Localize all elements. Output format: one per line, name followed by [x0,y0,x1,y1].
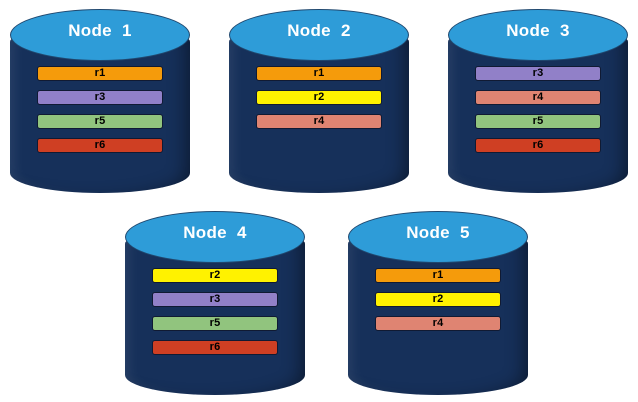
database-node-3[interactable]: Node 3 r3 r4 r5 r6 [448,8,628,193]
node-label: Node 5 [406,223,470,242]
replica-bar[interactable]: r1 [375,268,501,283]
cylinder-top-icon [229,9,409,61]
cylinder-top-icon [448,9,628,61]
replica-bar[interactable]: r3 [475,66,601,81]
replica-bar[interactable]: r4 [375,316,501,331]
node-label: Node 3 [506,21,570,40]
node-label: Node 4 [183,223,247,242]
replica-list: r3 r4 r5 r6 [475,66,601,153]
cylinder-top-icon [10,9,190,61]
replica-bar[interactable]: r3 [37,90,163,105]
replica-bar[interactable]: r2 [152,268,278,283]
replica-list: r1 r3 r5 r6 [37,66,163,153]
replica-bar[interactable]: r1 [37,66,163,81]
node-label: Node 2 [287,21,351,40]
replica-bar[interactable]: r2 [375,292,501,307]
database-node-5[interactable]: Node 5 r1 r2 r4 [348,210,528,395]
replica-bar[interactable]: r3 [152,292,278,307]
replica-list: r1 r2 r4 [256,66,382,129]
replica-bar[interactable]: r5 [152,316,278,331]
database-node-2[interactable]: Node 2 r1 r2 r4 [229,8,409,193]
node-label: Node 1 [68,21,132,40]
replica-bar[interactable]: r5 [475,114,601,129]
replica-list: r2 r3 r5 r6 [152,268,278,355]
replica-bar[interactable]: r4 [475,90,601,105]
replica-bar[interactable]: r4 [256,114,382,129]
replica-bar[interactable]: r2 [256,90,382,105]
replica-bar[interactable]: r6 [152,340,278,355]
database-node-4[interactable]: Node 4 r2 r3 r5 r6 [125,210,305,395]
database-node-1[interactable]: Node 1 r1 r3 r5 r6 [10,8,190,193]
replica-bar[interactable]: r6 [475,138,601,153]
replica-bar[interactable]: r1 [256,66,382,81]
cylinder-top-icon [348,211,528,263]
replica-bar[interactable]: r5 [37,114,163,129]
replica-bar[interactable]: r6 [37,138,163,153]
cylinder-top-icon [125,211,305,263]
replica-list: r1 r2 r4 [375,268,501,331]
